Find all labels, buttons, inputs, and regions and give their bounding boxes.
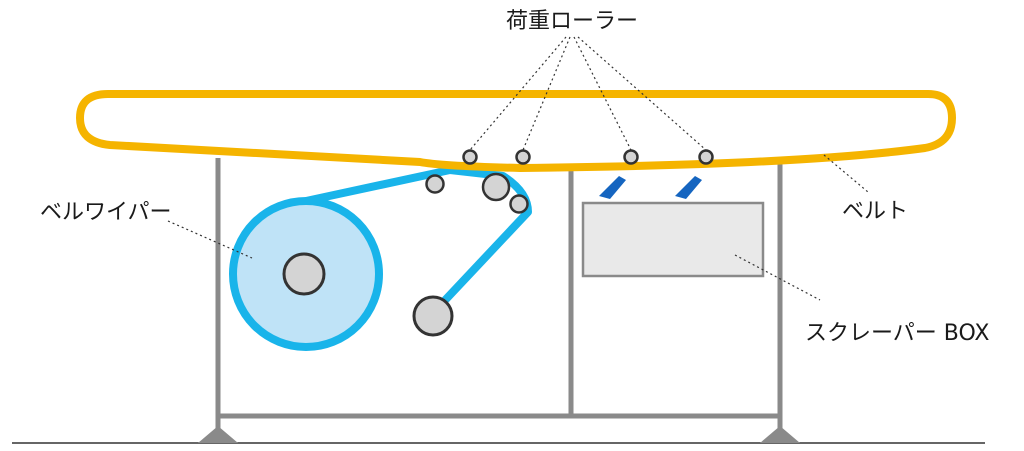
guide-roller-1: [425, 174, 445, 194]
label-scraper-box: スクレーパー BOX: [805, 321, 989, 346]
guide-roller-3: [509, 194, 529, 214]
label-belt: ベルト: [842, 199, 908, 224]
right-foot: [760, 426, 800, 443]
left-foot: [198, 426, 238, 443]
bottom-roller: [412, 295, 454, 337]
leader-lines: [167, 36, 869, 301]
load-rollers: [462, 149, 714, 165]
label-load-roller: 荷重ローラー: [506, 9, 638, 34]
machine-frame: [198, 158, 800, 443]
label-belt-wiper: ベルワイパー: [40, 200, 172, 225]
scraper-blade-1: [599, 176, 626, 199]
load-roller-3: [623, 149, 639, 165]
load-roller-2: [515, 149, 531, 165]
load-roller-4: [698, 149, 714, 165]
scraper-box: [581, 201, 765, 278]
guide-roller-2: [481, 172, 511, 202]
belt-loop: [76, 90, 956, 172]
load-roller-1: [462, 149, 478, 165]
belt-wiper: [229, 166, 532, 351]
scraper-blade-2: [675, 176, 702, 199]
wiper-core: [282, 252, 326, 296]
